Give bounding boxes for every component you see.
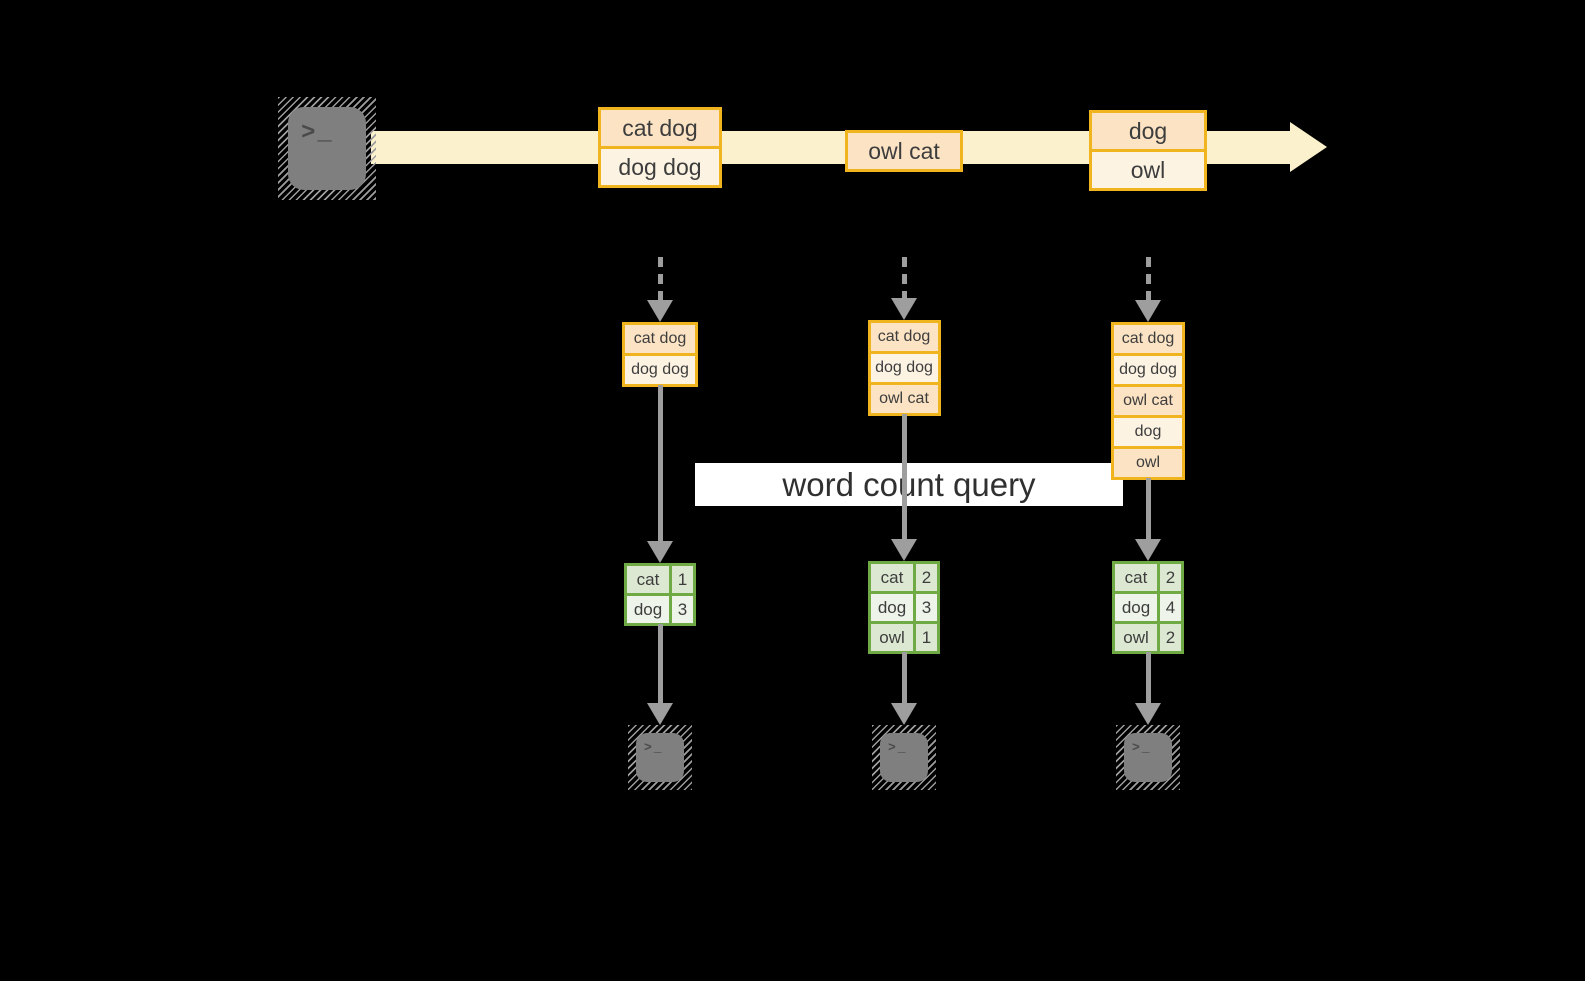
accumulated-message: dog dog [1114, 356, 1182, 384]
stream-message: owl cat [848, 133, 960, 169]
count-cell: 1 [672, 566, 693, 593]
arrowhead-down-icon [891, 703, 917, 725]
word-cell: dog [871, 594, 913, 621]
terminal-sink-body: >_ [1124, 733, 1172, 782]
count-cell: 4 [1160, 594, 1181, 621]
accumulated-message: owl cat [1114, 387, 1182, 415]
terminal-prompt-icon: >_ [888, 740, 908, 755]
accumulated-message-stack: cat dog dog dog [622, 322, 698, 387]
word-cell: cat [627, 566, 669, 593]
terminal-prompt-icon: >_ [301, 120, 334, 147]
accumulated-message: dog dog [625, 356, 695, 384]
arrowhead-down-icon [647, 300, 673, 322]
arrowhead-down-icon [891, 298, 917, 320]
sink-arrow-line [657, 624, 663, 703]
accumulated-message: cat dog [1114, 325, 1182, 353]
query-arrow-line [1145, 478, 1151, 539]
word-cell: owl [871, 624, 913, 651]
terminal-prompt-icon: >_ [1132, 740, 1152, 755]
word-cell: cat [1115, 564, 1157, 591]
stream-message: cat dog [601, 110, 719, 146]
terminal-prompt-icon: >_ [644, 740, 664, 755]
terminal-source-body: >_ [288, 107, 366, 190]
stream-message: dog [1092, 113, 1204, 149]
sink-arrow-line [901, 652, 907, 703]
count-cell: 2 [1160, 564, 1181, 591]
count-cell: 2 [1160, 624, 1181, 651]
word-cell: dog [1115, 594, 1157, 621]
terminal-sink-body: >_ [880, 733, 928, 782]
stream-message: dog dog [601, 149, 719, 185]
dashed-arrow-line [901, 257, 907, 301]
count-cell: 3 [672, 596, 693, 623]
arrowhead-down-icon [1135, 539, 1161, 561]
query-banner: word count query [695, 463, 1123, 506]
word-cell: dog [627, 596, 669, 623]
count-cell: 2 [916, 564, 937, 591]
accumulated-message: owl [1114, 449, 1182, 477]
sink-arrow-line [1145, 652, 1151, 703]
terminal-sink-icon: >_ [628, 725, 692, 790]
terminal-sink-icon: >_ [872, 725, 936, 790]
accumulated-message-stack: cat dog dog dog owl cat [867, 320, 941, 416]
count-cell: 3 [916, 594, 937, 621]
arrowhead-down-icon [1135, 703, 1161, 725]
stream-arrowhead-icon [1290, 122, 1327, 172]
arrowhead-down-icon [647, 703, 673, 725]
terminal-sink-body: >_ [636, 733, 684, 782]
arrowhead-down-icon [891, 539, 917, 561]
query-arrow-line [657, 385, 663, 541]
word-cell: owl [1115, 624, 1157, 651]
dashed-arrow-line [1145, 257, 1151, 301]
accumulated-message: dog [1114, 418, 1182, 446]
arrowhead-down-icon [1135, 300, 1161, 322]
arrowhead-down-icon [647, 541, 673, 563]
stream-batch-box: owl cat [845, 130, 963, 172]
accumulated-message-stack: cat dog dog dog owl cat dog owl [1111, 322, 1185, 480]
dashed-arrow-line [657, 257, 663, 301]
accumulated-message: cat dog [625, 325, 695, 353]
word-cell: cat [871, 564, 913, 591]
stream-message: owl [1092, 152, 1204, 188]
count-cell: 1 [916, 624, 937, 651]
accumulated-message: cat dog [870, 323, 938, 351]
accumulated-message: dog dog [870, 354, 938, 382]
terminal-sink-icon: >_ [1116, 725, 1180, 790]
accumulated-message: owl cat [870, 385, 938, 413]
query-arrow-line [901, 414, 907, 539]
query-banner-label: word count query [782, 466, 1036, 503]
terminal-source-icon: >_ [278, 97, 376, 200]
